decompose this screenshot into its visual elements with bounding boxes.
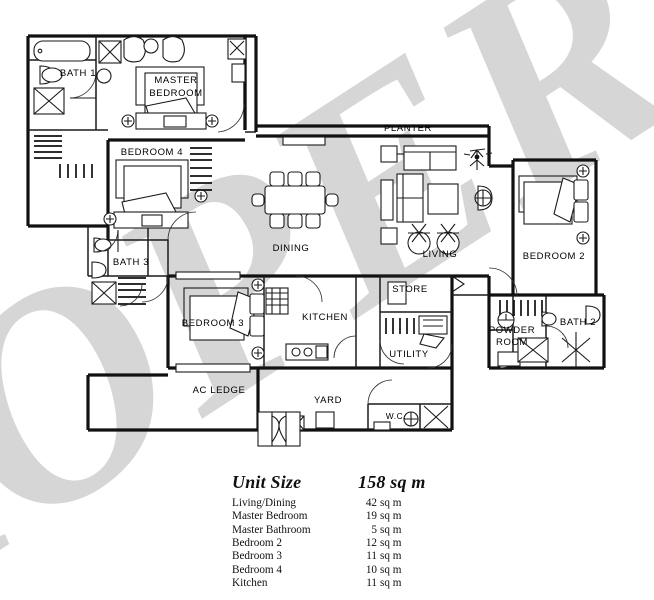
room-area-unit: sq m [380, 510, 402, 523]
plant-icon [463, 148, 493, 170]
room-area-name: Kitchen [232, 576, 268, 589]
room-area-unit: sq m [380, 523, 402, 536]
room-area-unit: sq m [380, 576, 402, 589]
bedroom-4-furniture [103, 147, 212, 241]
unit-size-table: Living/Dining 42 sq m Master Bedroom 19 … [232, 497, 401, 590]
table-row: Kitchen 11 sq m [232, 577, 401, 590]
living-furniture [380, 145, 493, 255]
room-label-kitchen: KITCHEN [302, 312, 348, 323]
bath-3-fixtures [91, 229, 146, 307]
room-area-unit: sq m [380, 550, 402, 563]
room-label-bath-2: BATH 2 [560, 317, 596, 328]
room-area-value: 11 [366, 576, 377, 589]
room-area-name: Bedroom 2 [232, 536, 283, 549]
bath-1-wardrobe-hatch [34, 135, 93, 178]
room-area-name: Living/Dining [232, 497, 297, 509]
room-label-ac-ledge: AC LEDGE [193, 385, 246, 396]
floor-plan-drawing: BATH 1 MASTER BEDROOM BEDROOM 4 BATH 3 B… [26, 34, 606, 447]
room-area-name: Bedroom 4 [232, 563, 283, 576]
room-area-value: 10 [365, 563, 377, 576]
room-area-name: Master Bathroom [232, 523, 311, 536]
wall-outline [26, 34, 606, 432]
table-row: Master Bathroom 5 sq m [232, 524, 401, 537]
table-row: Master Bedroom 19 sq m [232, 510, 401, 523]
room-label-yard: YARD [314, 395, 342, 406]
bath-2-fixtures [517, 305, 601, 368]
unit-size-title: Unit Size [232, 472, 302, 492]
room-label-master-bedroom-line2: BEDROOM [149, 88, 202, 99]
room-area-value: 11 [366, 550, 377, 563]
bedroom-2-furniture [488, 164, 590, 316]
room-area-unit: sq m [380, 563, 402, 576]
room-area-value: 19 [365, 510, 377, 523]
room-label-bedroom-2: BEDROOM 2 [523, 251, 585, 262]
room-label-wc: W.C. [386, 411, 407, 421]
unit-size-block: Unit Size 158 sq m Living/Dining 42 sq m… [232, 472, 426, 590]
table-row: Bedroom 4 10 sq m [232, 564, 401, 577]
room-area-value: 12 [365, 536, 377, 549]
room-label-master-bedroom-line1: MASTER [154, 75, 197, 86]
room-label-bath-3: BATH 3 [113, 257, 149, 268]
table-row: Bedroom 3 11 sq m [232, 550, 401, 563]
room-area-unit: sq m [380, 536, 402, 549]
room-label-store: STORE [392, 284, 428, 295]
room-label-powder-room-line2: ROOM [496, 337, 528, 348]
room-label-planter: PLANTER [384, 123, 432, 134]
room-area-name: Bedroom 3 [232, 550, 283, 563]
master-bedroom-furniture [121, 35, 247, 133]
room-label-living: LIVING [423, 249, 458, 260]
utility-fixtures [379, 275, 465, 369]
room-label-utility: UTILITY [389, 349, 429, 360]
unit-size-header: Unit Size 158 sq m [232, 472, 426, 493]
table-row: Living/Dining 42 sq m [232, 497, 401, 510]
bath-1-fixtures [33, 40, 122, 115]
room-label-bedroom-3: BEDROOM 3 [182, 318, 244, 329]
bedroom-3-furniture [141, 271, 265, 373]
room-area-name: Master Bedroom [232, 510, 308, 523]
room-area-unit: sq m [380, 497, 402, 509]
kitchen-fixtures [265, 275, 407, 361]
unit-size-total: 158 sq m [358, 472, 426, 492]
interior-partitions [28, 36, 547, 430]
dining-furniture [251, 136, 339, 229]
room-label-dining: DINING [273, 243, 310, 254]
table-row: Bedroom 2 12 sq m [232, 537, 401, 550]
wc-fixtures [257, 379, 449, 447]
room-area-value: 5 [371, 523, 377, 536]
room-label-powder-room-line1: POWDER [489, 325, 535, 336]
room-labels: BATH 1 MASTER BEDROOM BEDROOM 4 BATH 3 B… [60, 68, 596, 421]
room-area-value: 42 [365, 497, 377, 509]
room-label-bedroom-4: BEDROOM 4 [121, 147, 183, 158]
room-label-bath-1: BATH 1 [60, 68, 96, 79]
